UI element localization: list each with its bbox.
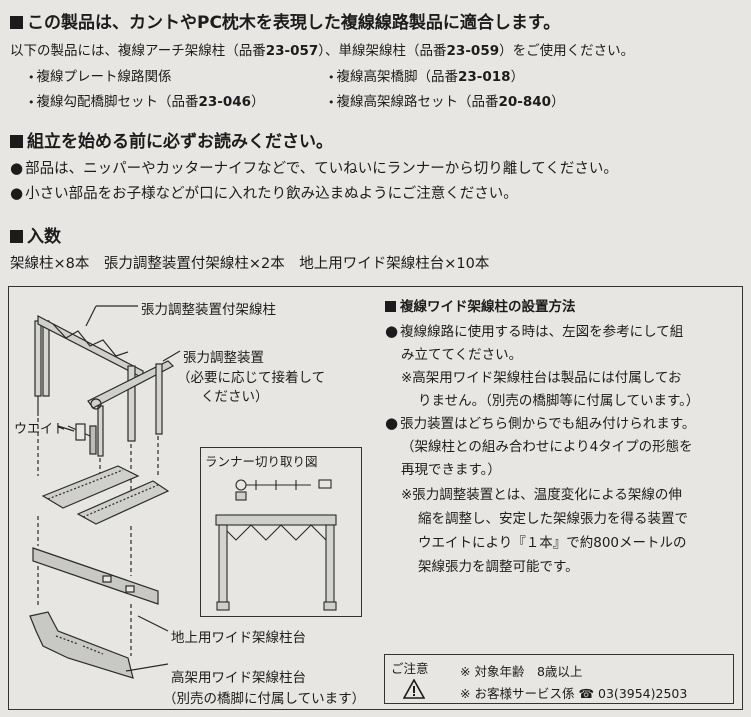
bullet-icon: • (328, 71, 335, 84)
circle-bullet-icon: ● (385, 414, 399, 432)
install-line: 縮を調整し、安定した架線張力を得る装置で (418, 511, 688, 527)
caution-box: ご注意 ※ 対象年齢 8歳以上 ※ お客様サービス係☎03(3954)2503 (384, 654, 734, 704)
install-line: ※張力調整装置とは、温度変化による架線の伸 (401, 487, 682, 503)
label-tension-device-note: （必要に応じて接着して (177, 370, 326, 386)
install-line: りません。（別売の橋脚等に付属しています。） (418, 393, 700, 409)
label-ground-base: 地上用ワイド架線柱台 (171, 630, 306, 646)
label-tension-device: 張力調整装置 (183, 350, 264, 366)
caution-title: ご注意 (391, 661, 429, 676)
label-tension-device-note: ください） (201, 389, 269, 405)
label-elevated-base-note: （別売の橋脚に付属しています） (163, 691, 366, 707)
circle-bullet-icon: ● (10, 184, 24, 202)
label-elevated-base: 高架用ワイド架線柱台 (171, 670, 306, 686)
contents-heading: 入数 (10, 222, 61, 247)
warning-icon (403, 679, 425, 699)
circle-bullet-icon: ● (385, 322, 399, 340)
install-heading: 複線ワイド架線柱の設置方法 (385, 295, 576, 315)
bullet-icon: • (28, 71, 35, 84)
runner-title: ランナー切り取り図 (205, 454, 318, 469)
compat-item: •複線勾配橋脚セット（品番23-046） (28, 94, 265, 110)
caution-age: ※ 対象年齢 8歳以上 (460, 664, 583, 679)
install-line: 再現できます。） (401, 462, 501, 478)
compat-heading: この製品は、カントやPC枕木を表現した複線線路製品に適合します。 (10, 8, 560, 33)
square-bullet-icon (10, 230, 23, 243)
assembly-illustration (29, 305, 181, 679)
compat-item: •複線プレート線路関係 (28, 69, 172, 85)
install-line: ●複線線路に使用する時は、左図を参考にして組 (385, 322, 684, 340)
diagram-panel (8, 286, 743, 710)
before-heading: 組立を始める前に必ずお読みください。 (10, 127, 333, 152)
caution-service: ※ お客様サービス係☎03(3954)2503 (460, 686, 688, 701)
square-bullet-icon (10, 135, 23, 148)
before-line: ●小さい部品をお子様などが口に入れたり飲み込まぬようにご注意ください。 (10, 184, 518, 202)
phone-icon: ☎ (578, 686, 595, 701)
install-line: ※高架用ワイド架線柱台は製品には付属してお (401, 370, 682, 386)
install-line: （架線柱との組み合わせにより4タイプの形態を (401, 439, 693, 455)
label-tension-pole: 張力調整装置付架線柱 (141, 302, 276, 318)
bullet-icon: • (28, 96, 35, 109)
label-weight: ウエイト (14, 422, 67, 437)
compat-intro: 以下の製品には、複線アーチ架線柱（品番23-057）、単線架線柱（品番23-05… (10, 43, 635, 59)
circle-bullet-icon: ● (10, 159, 24, 177)
square-bullet-icon (10, 16, 23, 29)
bullet-icon: • (328, 96, 335, 109)
compat-item: •複線高架線路セット（品番20-840） (328, 94, 565, 110)
install-line: み立ててください。 (401, 347, 523, 363)
contents-line: 架線柱×8本 張力調整装置付架線柱×2本 地上用ワイド架線柱台×10本 (10, 256, 490, 272)
install-line: ウエイトにより『１本』で約800メートルの (418, 535, 687, 551)
compat-item: •複線高架橋脚（品番23-018） (328, 69, 525, 85)
runner-illustration (215, 479, 337, 611)
before-line: ●部品は、ニッパーやカッターナイフなどで、ていねいにランナーから切り離してくださ… (10, 159, 618, 177)
install-line: 架線張力を調整可能です。 (418, 559, 579, 575)
square-bullet-icon (385, 301, 396, 312)
install-line: ●張力装置はどちら側からでも組み付けられます。 (385, 414, 696, 432)
runner-cutout-box: ランナー切り取り図 (200, 447, 362, 617)
